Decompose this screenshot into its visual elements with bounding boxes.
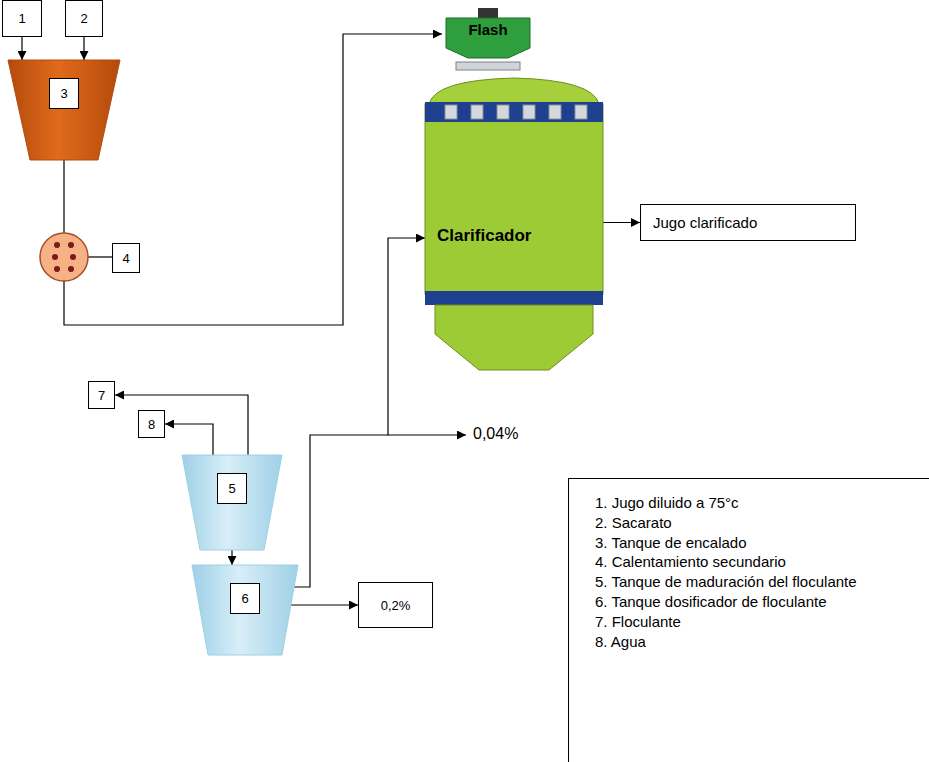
leader-line: [88, 256, 112, 257]
key-item: 6. Tanque dosificador de floculante: [591, 592, 917, 612]
node-text: 4: [122, 251, 129, 266]
flash-tank-outline: [442, 8, 534, 72]
node-text: 0,2%: [381, 598, 411, 613]
key-item: 3. Tanque de encalado: [591, 533, 917, 553]
flow-arrow: [291, 604, 358, 605]
callout-box: 1: [2, 0, 42, 37]
callout-number: 3: [49, 78, 78, 109]
callout-box: 4: [112, 243, 140, 273]
node-text: 1: [18, 11, 25, 26]
flow-arrow: [231, 550, 232, 565]
key-item: 5. Tanque de maduración del floculante: [591, 572, 917, 592]
node-text: Jugo clarificado: [653, 214, 757, 231]
flash-tank: Flash: [442, 8, 534, 72]
node-text: Clarificador: [437, 226, 531, 246]
flow-arrow: [603, 222, 640, 223]
flow-arrow: [165, 424, 213, 455]
flow-arrow: [115, 395, 248, 455]
flow-arrow: [294, 238, 425, 587]
flow-arrow: [83, 37, 84, 60]
connector-layer: [22, 34, 640, 605]
key-item: 4. Calentamiento secundario: [591, 552, 917, 572]
heater-symbol: [40, 233, 88, 281]
output-box: Jugo clarificado: [640, 204, 856, 241]
dose-label: 0,04%: [471, 425, 520, 443]
clarifier-vessel: Clarificador: [425, 76, 603, 372]
maturation-tank: 5: [182, 455, 282, 550]
callout-box: 8: [138, 410, 165, 438]
node-text: Flash: [468, 21, 507, 72]
callout-box: 7: [88, 381, 115, 409]
key-item: 2. Sacarato: [591, 513, 917, 533]
key-item: 8. Agua: [591, 632, 917, 652]
flow-arrow: [21, 37, 22, 60]
callout-number: 6: [230, 583, 259, 614]
key-item: 7. Floculante: [591, 612, 917, 632]
node-text: 2: [80, 11, 87, 26]
branch-line: [388, 434, 466, 435]
liming-tank-outline: [8, 60, 120, 160]
flow-arrow: [64, 34, 442, 325]
key-box: 1. Jugo diluido a 75°c2. Sacarato3. Tanq…: [568, 478, 929, 762]
liming-tank: 3: [8, 60, 120, 160]
node-text: 7: [98, 388, 105, 403]
value-box: 0,2%: [358, 582, 433, 628]
callout-box: 2: [65, 0, 103, 37]
dosing-tank: 6: [192, 565, 298, 655]
clarifier-vessel-outline: [425, 76, 603, 372]
callout-number: 5: [217, 473, 246, 504]
node-text: 8: [148, 417, 155, 432]
key-item: 1. Jugo diluido a 75°c: [591, 493, 917, 513]
